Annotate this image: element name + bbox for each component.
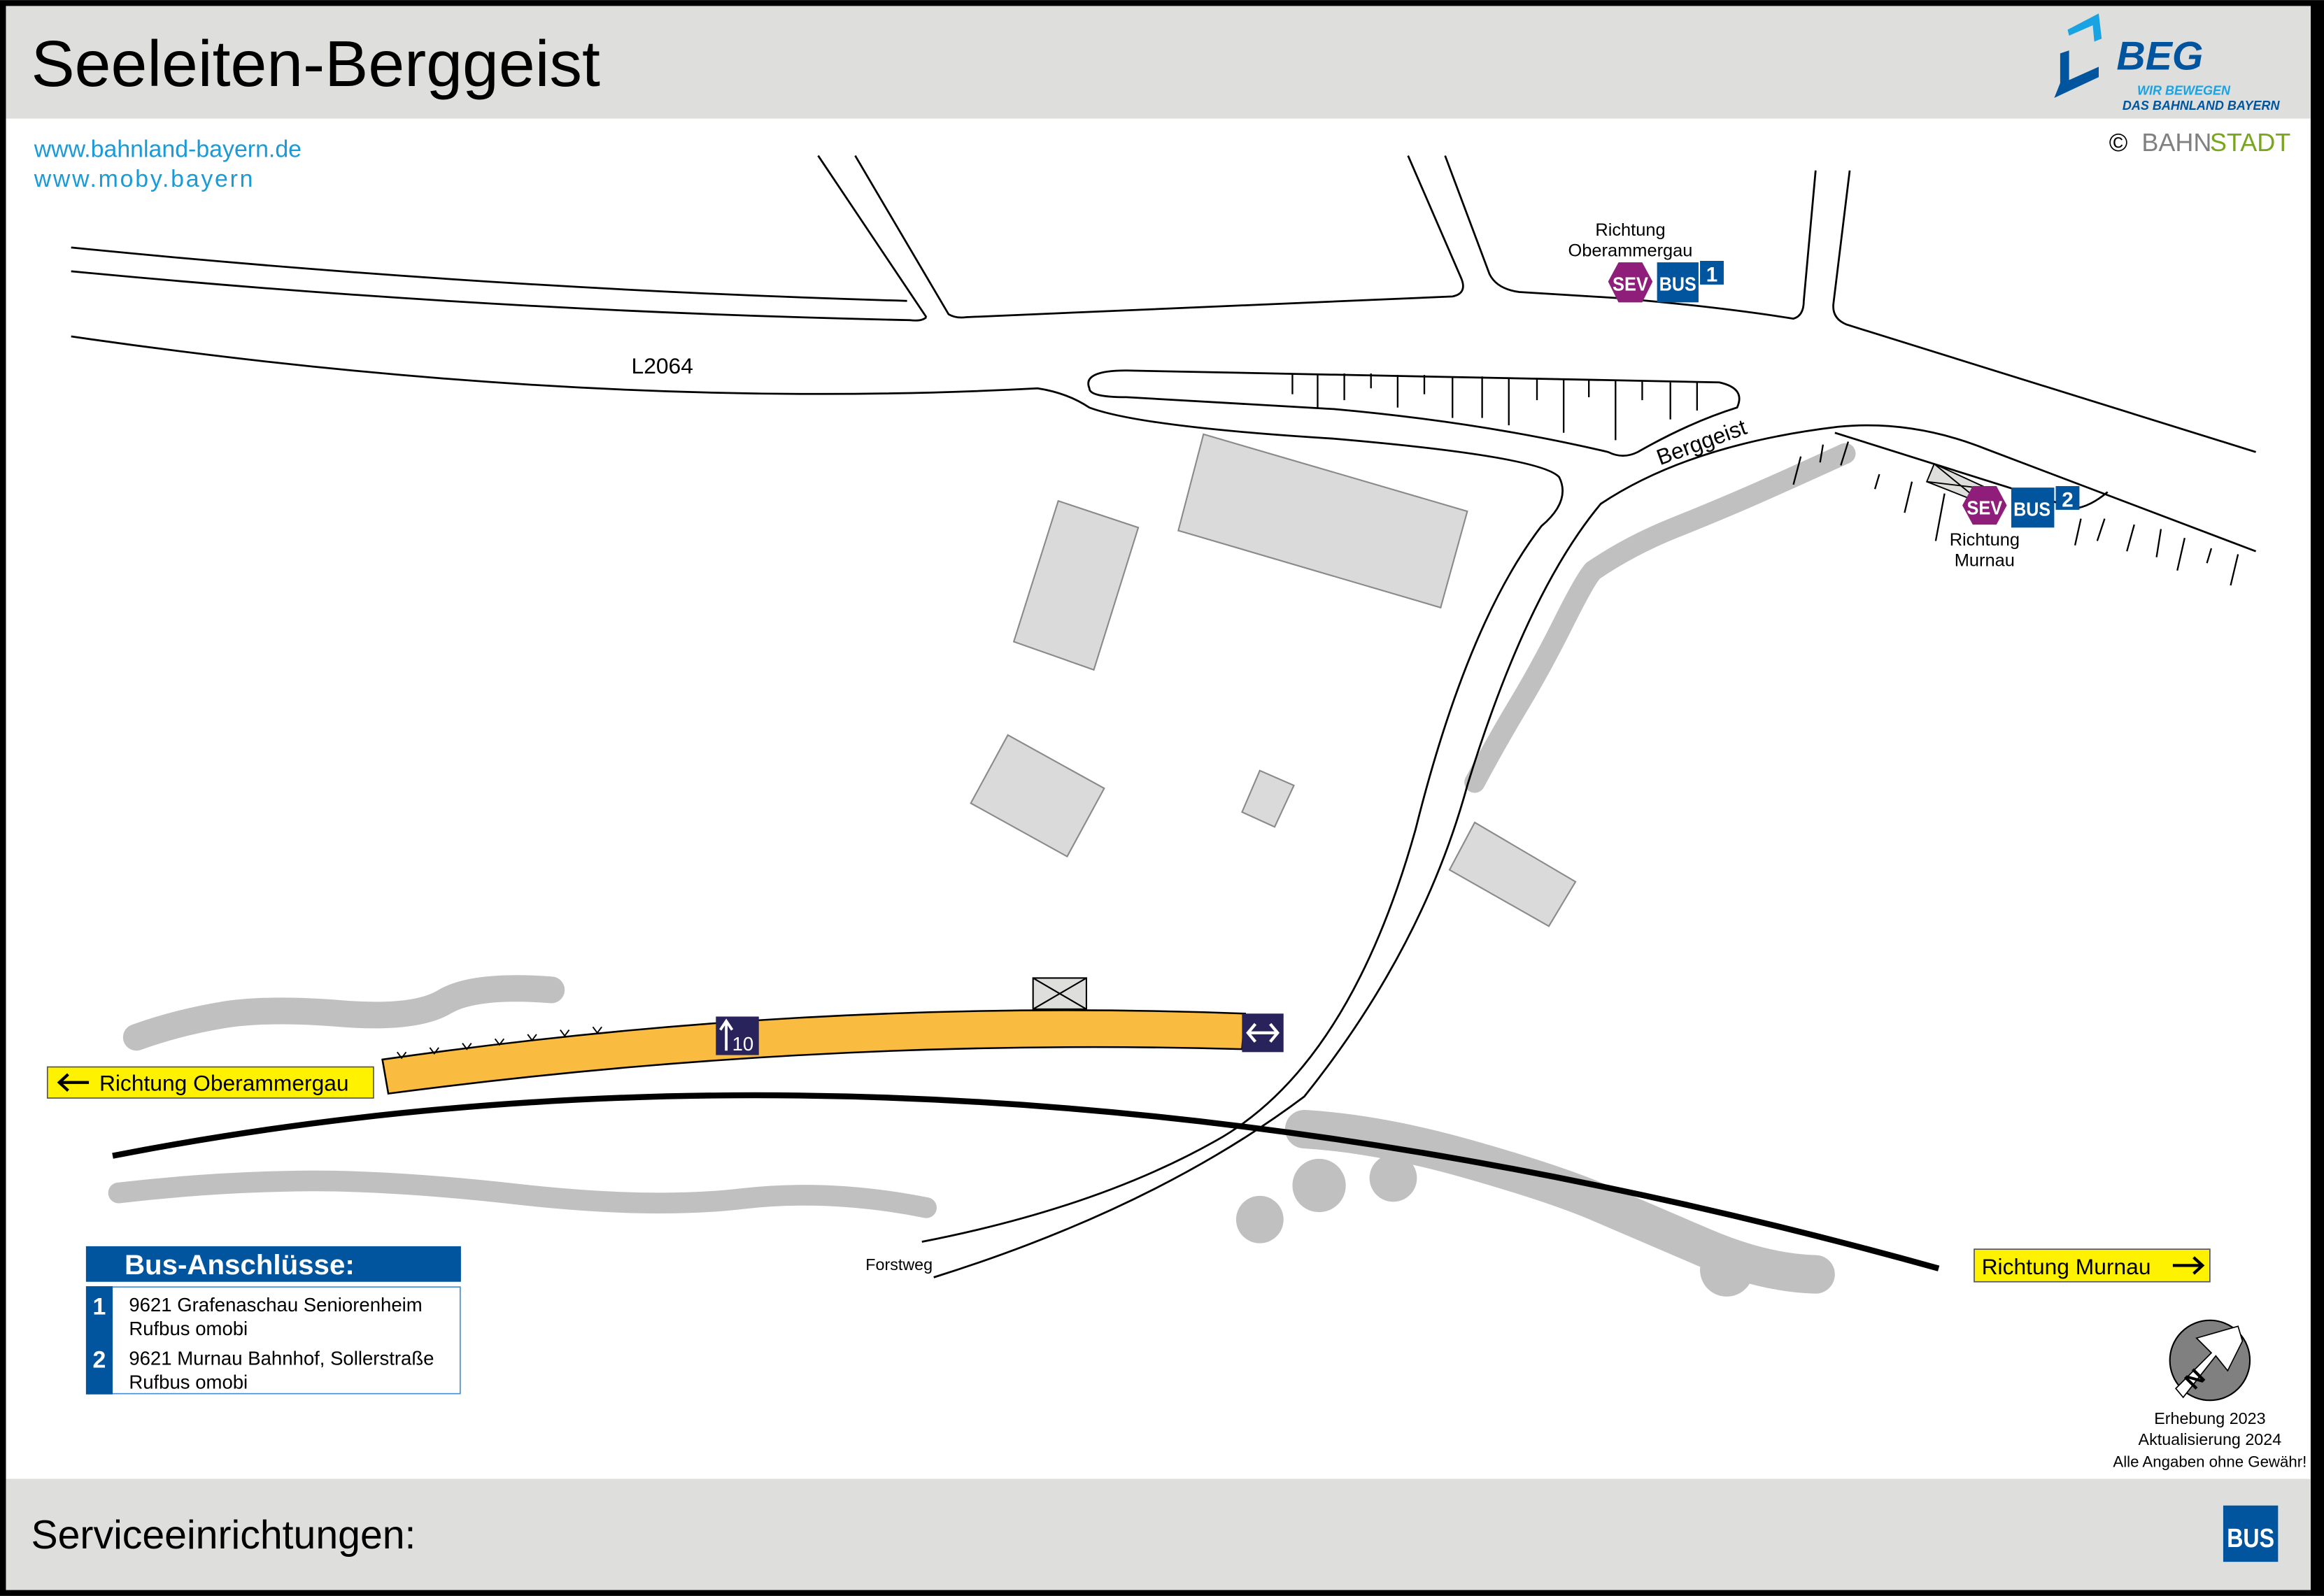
legend-operator: Rufbus omobi bbox=[129, 1318, 248, 1339]
beg-logo: BEG WIR BEWEGEN DAS BAHNLAND BAYERN bbox=[2054, 13, 2281, 113]
building bbox=[1012, 499, 1140, 671]
bus-stop-2[interactable]: SEV BUS 2 Richtung Murnau bbox=[1925, 462, 2080, 570]
bus-icon bbox=[1657, 262, 1699, 303]
building bbox=[1241, 769, 1295, 828]
sev-label: SEV bbox=[1613, 273, 1648, 294]
stop-destination: Oberammergau bbox=[1568, 241, 1693, 261]
sev-icon bbox=[1962, 486, 2007, 525]
underpass-sign bbox=[1242, 1013, 1284, 1053]
update-date: Aktualisierung 2024 bbox=[2139, 1430, 2282, 1448]
platform: 10 bbox=[381, 977, 1284, 1095]
arrow-right-icon bbox=[2172, 1256, 2205, 1275]
disclaimer: Alle Angaben ohne Gewähr! bbox=[2113, 1453, 2307, 1471]
arrow-up-icon bbox=[719, 1018, 734, 1051]
bus-icon bbox=[2011, 487, 2055, 528]
road-label-l2064: L2064 bbox=[632, 353, 693, 378]
service-bus-icon: BUS bbox=[2223, 1505, 2279, 1562]
stop-direction-label: Richtung bbox=[1950, 530, 2020, 550]
bahnstadt-copyright: © BAHN STADT bbox=[2109, 128, 2290, 157]
roads bbox=[71, 155, 2257, 1278]
direction-label-right: Richtung Murnau bbox=[1982, 1254, 2151, 1279]
copyright-symbol: © bbox=[2109, 128, 2128, 157]
sev-label: SEV bbox=[1967, 497, 2002, 518]
legend-title: Bus-Anschlüsse: bbox=[125, 1249, 355, 1281]
service-bus-label: BUS bbox=[2227, 1523, 2274, 1553]
legend-operator: Rufbus omobi bbox=[129, 1371, 248, 1392]
stop-number: 1 bbox=[1706, 264, 1718, 287]
survey-date: Erhebung 2023 bbox=[2154, 1409, 2265, 1427]
bus-stop-1[interactable]: Richtung Oberammergau SEV BUS 1 bbox=[1568, 220, 1724, 303]
arrow-left-right-icon bbox=[1246, 1023, 1280, 1043]
footer-bar bbox=[6, 1479, 2311, 1590]
exit-sign: 10 bbox=[716, 1016, 759, 1055]
page-title: Seeleiten-Berggeist bbox=[31, 27, 600, 100]
buildings bbox=[970, 433, 1577, 927]
direction-murnau: Richtung Murnau bbox=[1974, 1248, 2211, 1283]
bahnstadt-part2: STADT bbox=[2210, 128, 2290, 157]
beg-logo-text: BEG bbox=[2116, 34, 2203, 79]
header-bar bbox=[6, 6, 2311, 119]
stop-direction-label: Richtung bbox=[1595, 220, 1665, 240]
legend-number: 2 bbox=[93, 1347, 106, 1374]
link-moby-bayern[interactable]: www.moby.bayern bbox=[34, 166, 255, 192]
legend-number: 1 bbox=[93, 1293, 106, 1320]
direction-oberammergau: Richtung Oberammergau bbox=[46, 1066, 374, 1099]
trees bbox=[108, 443, 1856, 1297]
service-facilities-label: Serviceeinrichtungen: bbox=[31, 1513, 416, 1558]
stop-destination: Murnau bbox=[1955, 550, 2015, 570]
bahnstadt-part1: BAHN bbox=[2141, 128, 2211, 157]
link-bahnland-bayern[interactable]: www.bahnland-bayern.de bbox=[34, 136, 302, 163]
bus-connections-legend: Bus-Anschlüsse: 1 9621 Grafenaschau Seni… bbox=[85, 1246, 461, 1395]
railway-track bbox=[112, 1092, 1940, 1271]
north-arrow-icon: N bbox=[2169, 1319, 2251, 1402]
sev-icon bbox=[1608, 262, 1653, 303]
building bbox=[1448, 821, 1577, 927]
building bbox=[1177, 433, 1468, 609]
building bbox=[970, 734, 1105, 858]
road-label-forstweg: Forstweg bbox=[865, 1255, 933, 1274]
arrow-left-icon bbox=[57, 1073, 90, 1092]
stop-number: 2 bbox=[2062, 489, 2074, 512]
legend-line: 9621 Murnau Bahnhof, Sollerstraße bbox=[129, 1347, 434, 1369]
bus-label: BUS bbox=[2013, 498, 2050, 520]
beg-slogan-1: WIR BEWEGEN bbox=[2137, 84, 2231, 98]
direction-label-left: Richtung Oberammergau bbox=[99, 1070, 349, 1095]
shelter-icon bbox=[1032, 977, 1088, 1010]
beg-slogan-2: DAS BAHNLAND BAYERN bbox=[2123, 99, 2281, 113]
bus-label: BUS bbox=[1659, 273, 1696, 294]
exit-sign-number: 10 bbox=[732, 1033, 754, 1055]
legend-line: 9621 Grafenaschau Seniorenheim bbox=[129, 1294, 422, 1316]
